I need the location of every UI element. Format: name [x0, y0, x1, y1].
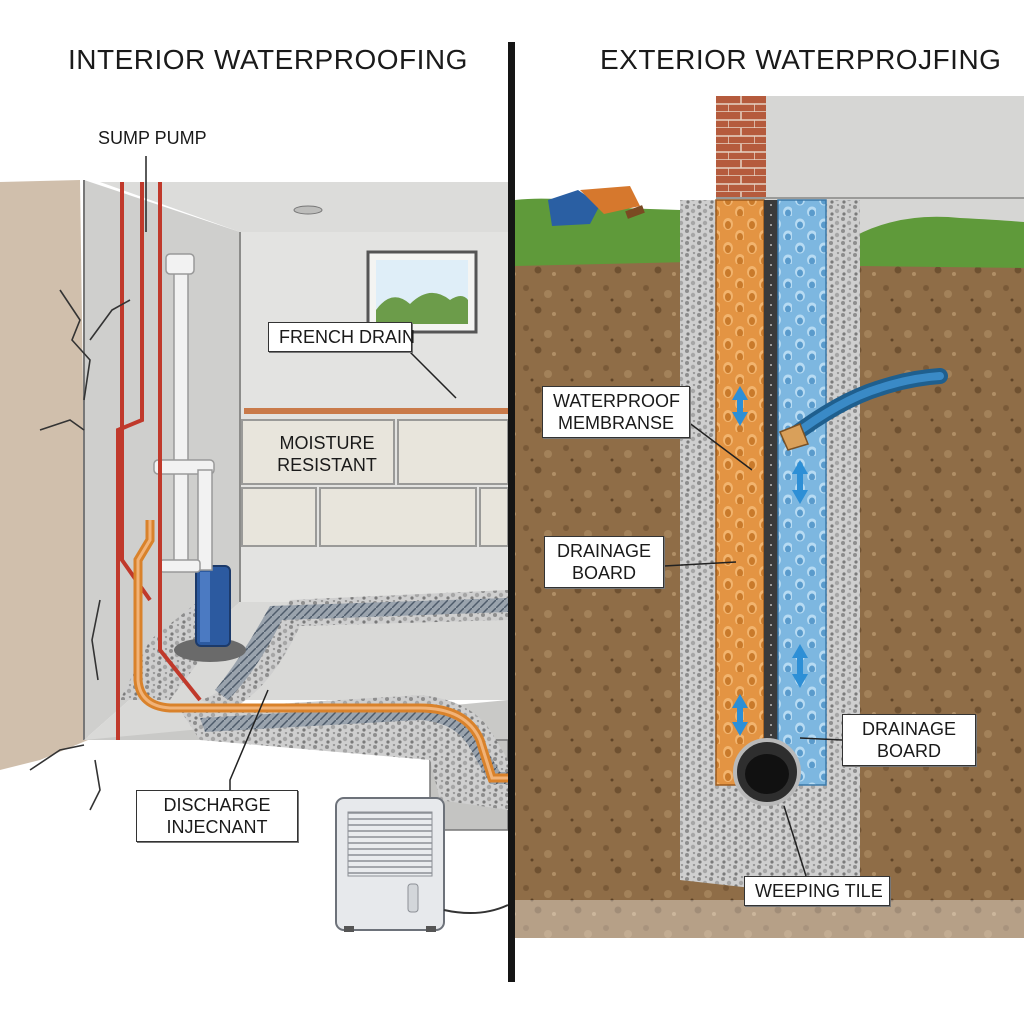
panel-divider — [508, 42, 515, 982]
drainage-board-blue — [777, 199, 827, 786]
drainage-left-label-line2: BOARD — [571, 563, 636, 583]
weeping-tile-label: WEEPING TILE — [755, 881, 883, 901]
weeping-tile-callout: WEEPING TILE — [744, 876, 890, 906]
grass-right — [855, 216, 1024, 268]
waterproof-membrane — [764, 200, 778, 785]
moisture-label-line1: MOISTURE — [279, 433, 375, 453]
brick-wall — [716, 96, 766, 198]
drainage-board-callout-left: DRAINAGE BOARD — [544, 536, 664, 588]
drainage-right-label-line2: BOARD — [876, 741, 941, 761]
discharge-label-line2: INJECNANT — [166, 817, 268, 837]
french-drain-label: FRENCH DRAIN — [279, 327, 416, 347]
moisture-resistant-label: MOISTURE RESISTANT — [262, 432, 392, 476]
membrane-label-line2: MEMBRANSE — [557, 413, 674, 433]
discharge-label-line1: DISCHARGE — [163, 795, 271, 815]
drainage-board-orange — [715, 199, 765, 786]
interior-scene — [0, 180, 509, 980]
membrane-label-line1: WATERPROOF — [553, 391, 680, 411]
interior-title: INTERIOR WATERPROOFING — [68, 44, 468, 75]
drainage-right-label-line1: DRAINAGE — [861, 719, 957, 739]
pvc-discharge-pipe — [173, 261, 189, 563]
water-flow-arrows — [732, 386, 808, 736]
exterior-title: EXTERIOR WATERPROJFING — [600, 44, 1002, 75]
dehumidifier — [335, 797, 509, 932]
french-drain-channel — [215, 598, 508, 700]
discharge-callout: DISCHARGE INJECNANT — [136, 790, 298, 842]
drainage-board-callout-right: DRAINAGE BOARD — [842, 714, 976, 766]
garden-tools — [548, 186, 645, 226]
moisture-label-line2: RESISTANT — [277, 455, 377, 475]
waterproof-membrane-callout: WATERPROOF MEMBRANSE — [542, 386, 690, 438]
french-drain-callout: FRENCH DRAIN — [268, 322, 416, 352]
drainage-left-label-line1: DRAINAGE — [556, 541, 652, 561]
exterior-scene — [515, 96, 1024, 982]
sump-pump-label: SUMP PUMP — [98, 128, 207, 148]
wall-cracks — [29, 289, 131, 811]
moisture-resistant-panels — [241, 419, 509, 547]
